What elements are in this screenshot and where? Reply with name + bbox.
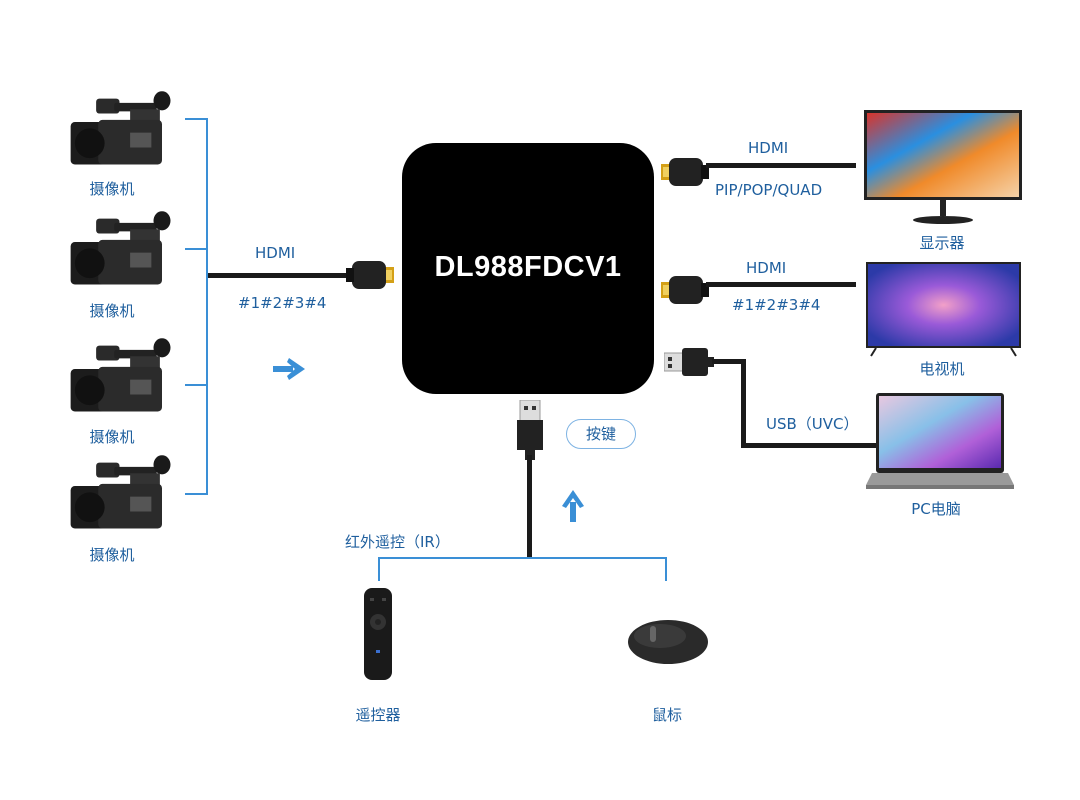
control-cable (527, 455, 532, 558)
usb-cable-v (741, 359, 746, 448)
input-bracket-tick-4 (185, 493, 207, 495)
arrow-right-icon (273, 358, 305, 380)
output-2-hdmi-connector-icon (660, 270, 722, 310)
usb-cable-h2 (741, 443, 881, 448)
usb-cable-label: USB（UVC） (766, 415, 859, 433)
input-channel-label: #1#2#3#4 (238, 294, 327, 312)
key-button[interactable]: 按键 (566, 419, 636, 449)
camcorder-icon (62, 452, 177, 537)
laptop-label: PC电脑 (911, 500, 961, 518)
hub-device: DL988FDCV1 (402, 143, 654, 394)
mouse-icon (628, 620, 708, 664)
camera-3 (62, 335, 177, 424)
camcorder-icon (62, 335, 177, 420)
output-1-hdmi-connector-icon (660, 152, 722, 192)
output-1-sub-label: PIP/POP/QUAD (715, 181, 823, 199)
camera-4-label: 摄像机 (89, 546, 135, 564)
input-bracket-tick-2 (185, 248, 207, 250)
hub-model-label: DL988FDCV1 (434, 251, 622, 283)
mouse (620, 616, 710, 672)
control-bracket-horizontal (378, 557, 667, 559)
control-bracket-left (378, 557, 380, 581)
control-bracket-right (665, 557, 667, 581)
arrow-up-icon (562, 490, 584, 522)
input-hdmi-connector-icon (333, 255, 395, 295)
camera-3-label: 摄像机 (89, 428, 135, 446)
remote-control-label: 遥控器 (355, 706, 401, 724)
mouse-label: 鼠标 (651, 706, 682, 724)
camcorder-icon (62, 208, 177, 293)
monitor-label: 显示器 (919, 234, 965, 252)
usb-cable-h1 (712, 359, 745, 364)
output-2-sub-label: #1#2#3#4 (732, 296, 821, 314)
camera-1 (62, 88, 177, 177)
camera-1-label: 摄像机 (89, 180, 135, 198)
tv (866, 262, 1021, 362)
input-bracket-tick-1 (185, 118, 207, 120)
input-hdmi-cable (208, 273, 348, 278)
input-bracket-tick-3 (185, 384, 207, 386)
input-cable-label: HDMI (255, 244, 296, 262)
laptop (866, 393, 1014, 495)
camera-2-label: 摄像机 (89, 302, 135, 320)
usb-connector-icon (664, 348, 714, 376)
usb-control-connector-icon (517, 400, 543, 460)
monitor-icon (864, 110, 1022, 224)
camera-2 (62, 208, 177, 297)
output-2-cable-label: HDMI (746, 259, 787, 277)
input-bracket-vertical (206, 118, 208, 495)
monitor (864, 110, 1022, 230)
camera-4 (62, 452, 177, 541)
output-1-hdmi-cable (706, 163, 856, 168)
tv-label: 电视机 (919, 360, 965, 378)
camcorder-icon (62, 88, 177, 173)
remote-control (364, 588, 392, 684)
laptop-icon (866, 393, 1014, 489)
remote-control-icon (364, 588, 392, 680)
tv-icon (866, 262, 1021, 357)
output-2-hdmi-cable (706, 282, 856, 287)
output-1-cable-label: HDMI (748, 139, 789, 157)
ir-label: 红外遥控（IR） (345, 533, 450, 551)
